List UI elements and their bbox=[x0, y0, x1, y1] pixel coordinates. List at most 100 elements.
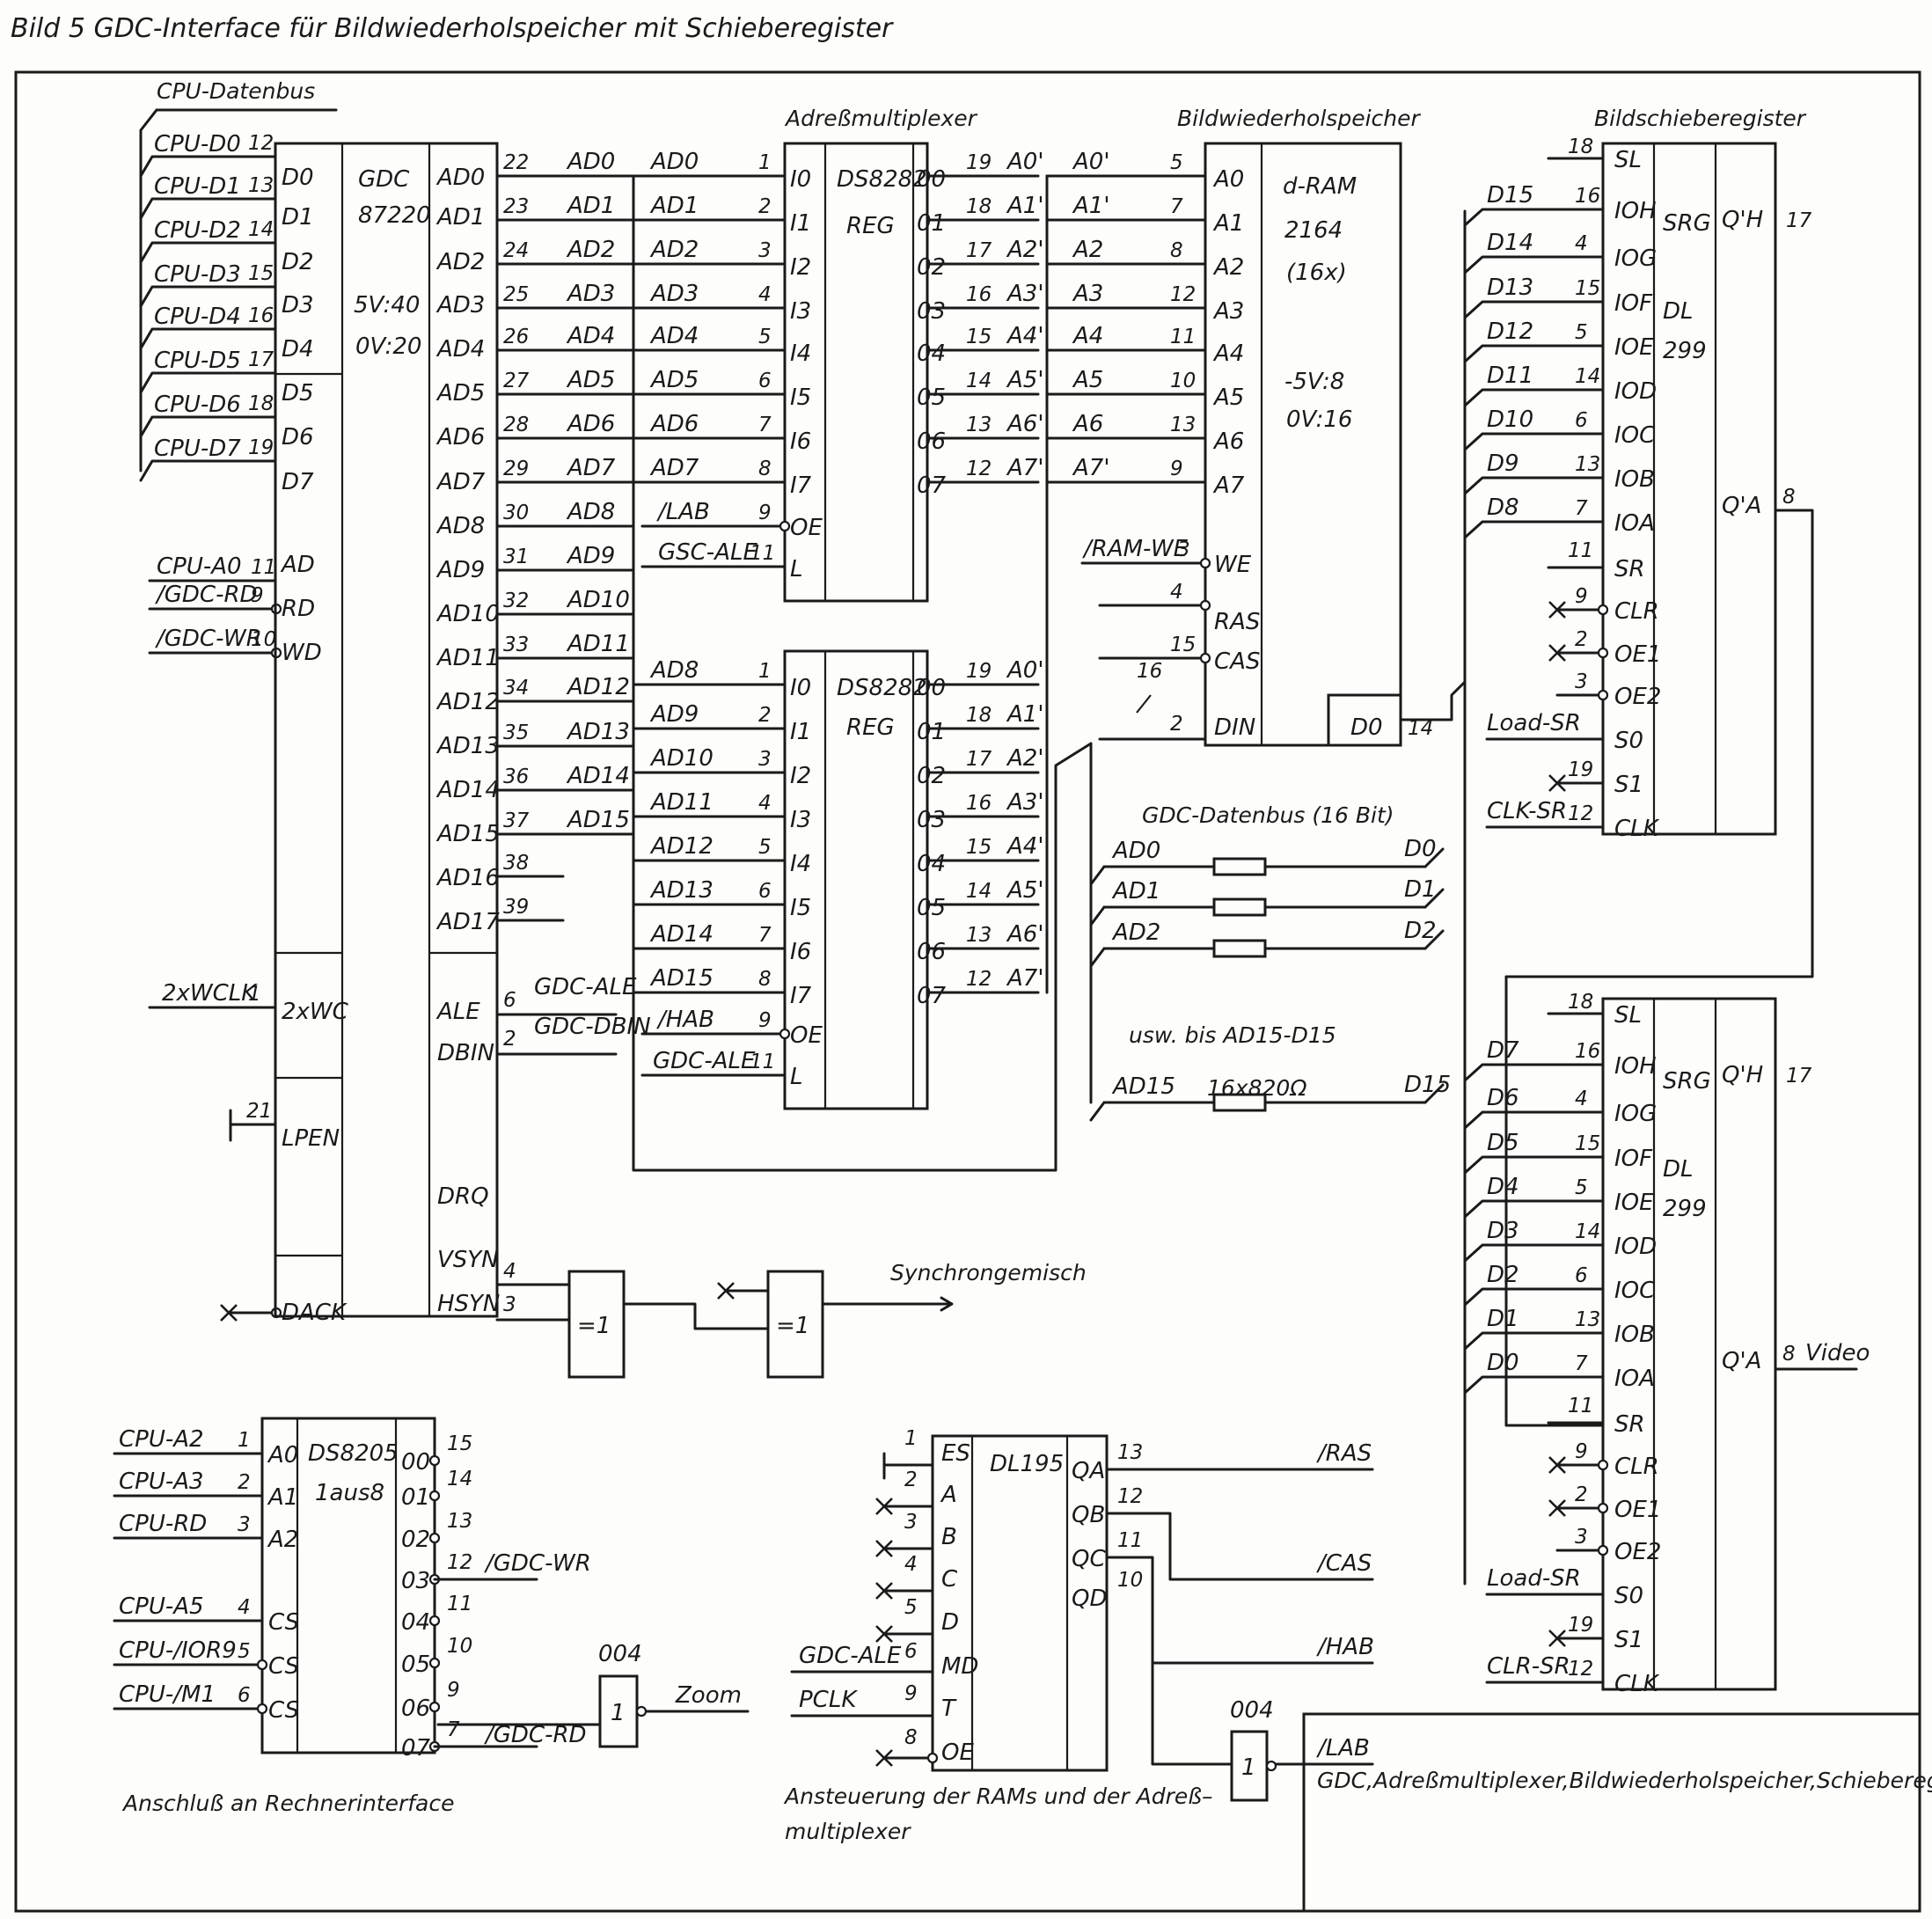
pin-number: 12 bbox=[966, 458, 992, 480]
gdc-out-label: AD4 bbox=[566, 323, 615, 349]
pin-number: 4 bbox=[758, 283, 772, 306]
srg-pin: IOC bbox=[1614, 422, 1656, 449]
decoder-out-pin: 03 bbox=[401, 1568, 430, 1594]
gdc-out-label: AD9 bbox=[566, 543, 615, 569]
counter-out-pin: QC bbox=[1072, 1546, 1106, 1572]
pin-number: 8 bbox=[1782, 486, 1796, 509]
mux-out-pin: 07 bbox=[917, 472, 947, 499]
srg-data-label: D3 bbox=[1487, 1218, 1519, 1244]
wclk-label: 2xWCLK bbox=[162, 980, 258, 1007]
mux-out-label: A0' bbox=[1006, 149, 1043, 175]
pin-number: 10 bbox=[1117, 1569, 1143, 1592]
srg-cascade-line bbox=[1504, 509, 1814, 1427]
mux1-oe-label: /LAB bbox=[656, 499, 710, 525]
pin-number: 15 bbox=[1170, 634, 1196, 656]
ram-dout-line bbox=[1399, 680, 1467, 721]
srg-pin: IOB bbox=[1614, 1322, 1655, 1348]
no-connect-mark bbox=[875, 1498, 893, 1515]
pin-number: 1 bbox=[758, 660, 772, 683]
gdc-chip: GDC 87220 5V:40 0V:20 bbox=[274, 142, 499, 1318]
inverter-lab-label: 1 bbox=[1241, 1754, 1256, 1781]
pin-number: 17 bbox=[966, 748, 992, 771]
decoder-chip: DS8205 1aus8 bbox=[260, 1417, 436, 1754]
srg-data-line bbox=[1463, 388, 1605, 407]
inversion-bubble bbox=[1597, 1459, 1609, 1471]
pin-number: 4 bbox=[1575, 1088, 1588, 1110]
mux-out-label: A5' bbox=[1006, 877, 1043, 904]
decoder-pin: CS bbox=[268, 1697, 299, 1724]
mux1-pin: L bbox=[790, 556, 803, 582]
mux2-input-label: AD8 bbox=[649, 657, 699, 684]
pin-number: 9 bbox=[1575, 1440, 1588, 1463]
pin-number: 5 bbox=[1575, 321, 1588, 344]
pin-number: 6 bbox=[904, 1640, 918, 1663]
mux1-input-label: AD2 bbox=[649, 237, 699, 263]
cpu-data-line bbox=[139, 285, 277, 308]
decoder-input-label: CPU-/IOR9 bbox=[119, 1637, 237, 1664]
counter-out-pin: QB bbox=[1072, 1502, 1105, 1528]
inversion-bubble bbox=[1199, 599, 1211, 612]
pin-number: 18 bbox=[1568, 136, 1593, 158]
ram-power-0v: 0V:16 bbox=[1286, 407, 1352, 433]
mux1-sub: REG bbox=[846, 213, 895, 239]
pin-number: 7 bbox=[758, 414, 772, 436]
ad-bus-trunk bbox=[632, 174, 1093, 1172]
gdc-left-pin: RD bbox=[282, 596, 315, 622]
decoder-pin: CS bbox=[268, 1609, 299, 1636]
pin-number: 1 bbox=[904, 1427, 918, 1450]
bus-ad-label: AD1 bbox=[1111, 878, 1160, 905]
xor1-label: =1 bbox=[577, 1313, 611, 1339]
gdc-right-pin: AD14 bbox=[435, 777, 500, 803]
srg-pin: S0 bbox=[1614, 728, 1643, 754]
pin-number: 10 bbox=[447, 1635, 472, 1658]
srg-pin: IOA bbox=[1614, 1366, 1655, 1392]
no-connect-mark bbox=[1548, 601, 1566, 619]
gdc-out-label: AD7 bbox=[566, 455, 616, 481]
mux-out-label: A4' bbox=[1006, 323, 1043, 349]
srg-right-pin: Q'A bbox=[1722, 1348, 1761, 1374]
pin-number: 4 bbox=[758, 792, 772, 815]
decoder-out-pin: 01 bbox=[401, 1484, 430, 1511]
no-connect-mark bbox=[1548, 1499, 1566, 1517]
mux2-input-label: AD10 bbox=[649, 745, 714, 772]
cpu-signal-label: CPU-D3 bbox=[154, 261, 241, 288]
ram-address-label: A7' bbox=[1072, 455, 1109, 481]
gdc-rd-label: /GDC-RD bbox=[484, 1722, 587, 1748]
counter-pin: A bbox=[940, 1482, 957, 1508]
xor-link bbox=[622, 1302, 770, 1330]
bus-d-label: D15 bbox=[1404, 1072, 1451, 1098]
mux-out-pin: 00 bbox=[917, 675, 946, 701]
counter-chip: DL195 bbox=[931, 1434, 1109, 1772]
pin-number: 2 bbox=[1575, 628, 1588, 651]
decoder-input-label: CPU-/M1 bbox=[119, 1681, 216, 1708]
ram-pin: RAS bbox=[1214, 609, 1260, 635]
pin-number: 13 bbox=[1170, 414, 1196, 436]
pin-number: 15 bbox=[1575, 1132, 1600, 1155]
gdc-out-label: AD3 bbox=[566, 281, 615, 307]
pin-number: 18 bbox=[966, 195, 992, 218]
srg-right-pin: Q'H bbox=[1722, 207, 1763, 233]
pin-number: 15 bbox=[248, 262, 274, 285]
pin-number: 30 bbox=[503, 502, 529, 524]
cpu-data-line bbox=[139, 327, 277, 350]
srg-data-line bbox=[1463, 476, 1605, 495]
cpu-data-line bbox=[139, 155, 277, 178]
mux1-input-label: AD6 bbox=[649, 411, 699, 437]
pin-number: 13 bbox=[1117, 1441, 1143, 1464]
srg-connections: SLIOHIOGIOFIOEIODIOCIOBIOASRCLROE1OE2S0S… bbox=[1463, 136, 1870, 1697]
mux-out-label: A7' bbox=[1006, 965, 1043, 992]
mux-out-pin: 05 bbox=[917, 385, 946, 411]
outer-frame bbox=[14, 70, 1921, 1913]
resistor-note: 16x820Ω bbox=[1207, 1075, 1306, 1101]
srg-pin: IOF bbox=[1614, 290, 1653, 317]
gdc-left-pin: 2xWC bbox=[282, 999, 349, 1025]
counter-pin: ES bbox=[941, 1440, 970, 1467]
pin-number: 11 bbox=[251, 556, 276, 579]
pin-number: 12 bbox=[248, 132, 274, 155]
pin-number: 24 bbox=[503, 239, 529, 262]
mux1-pin: I1 bbox=[790, 210, 811, 237]
pin-number: 6 bbox=[238, 1684, 251, 1707]
decoder-pin: A2 bbox=[267, 1527, 298, 1553]
gdc-out-label: AD5 bbox=[566, 367, 615, 393]
